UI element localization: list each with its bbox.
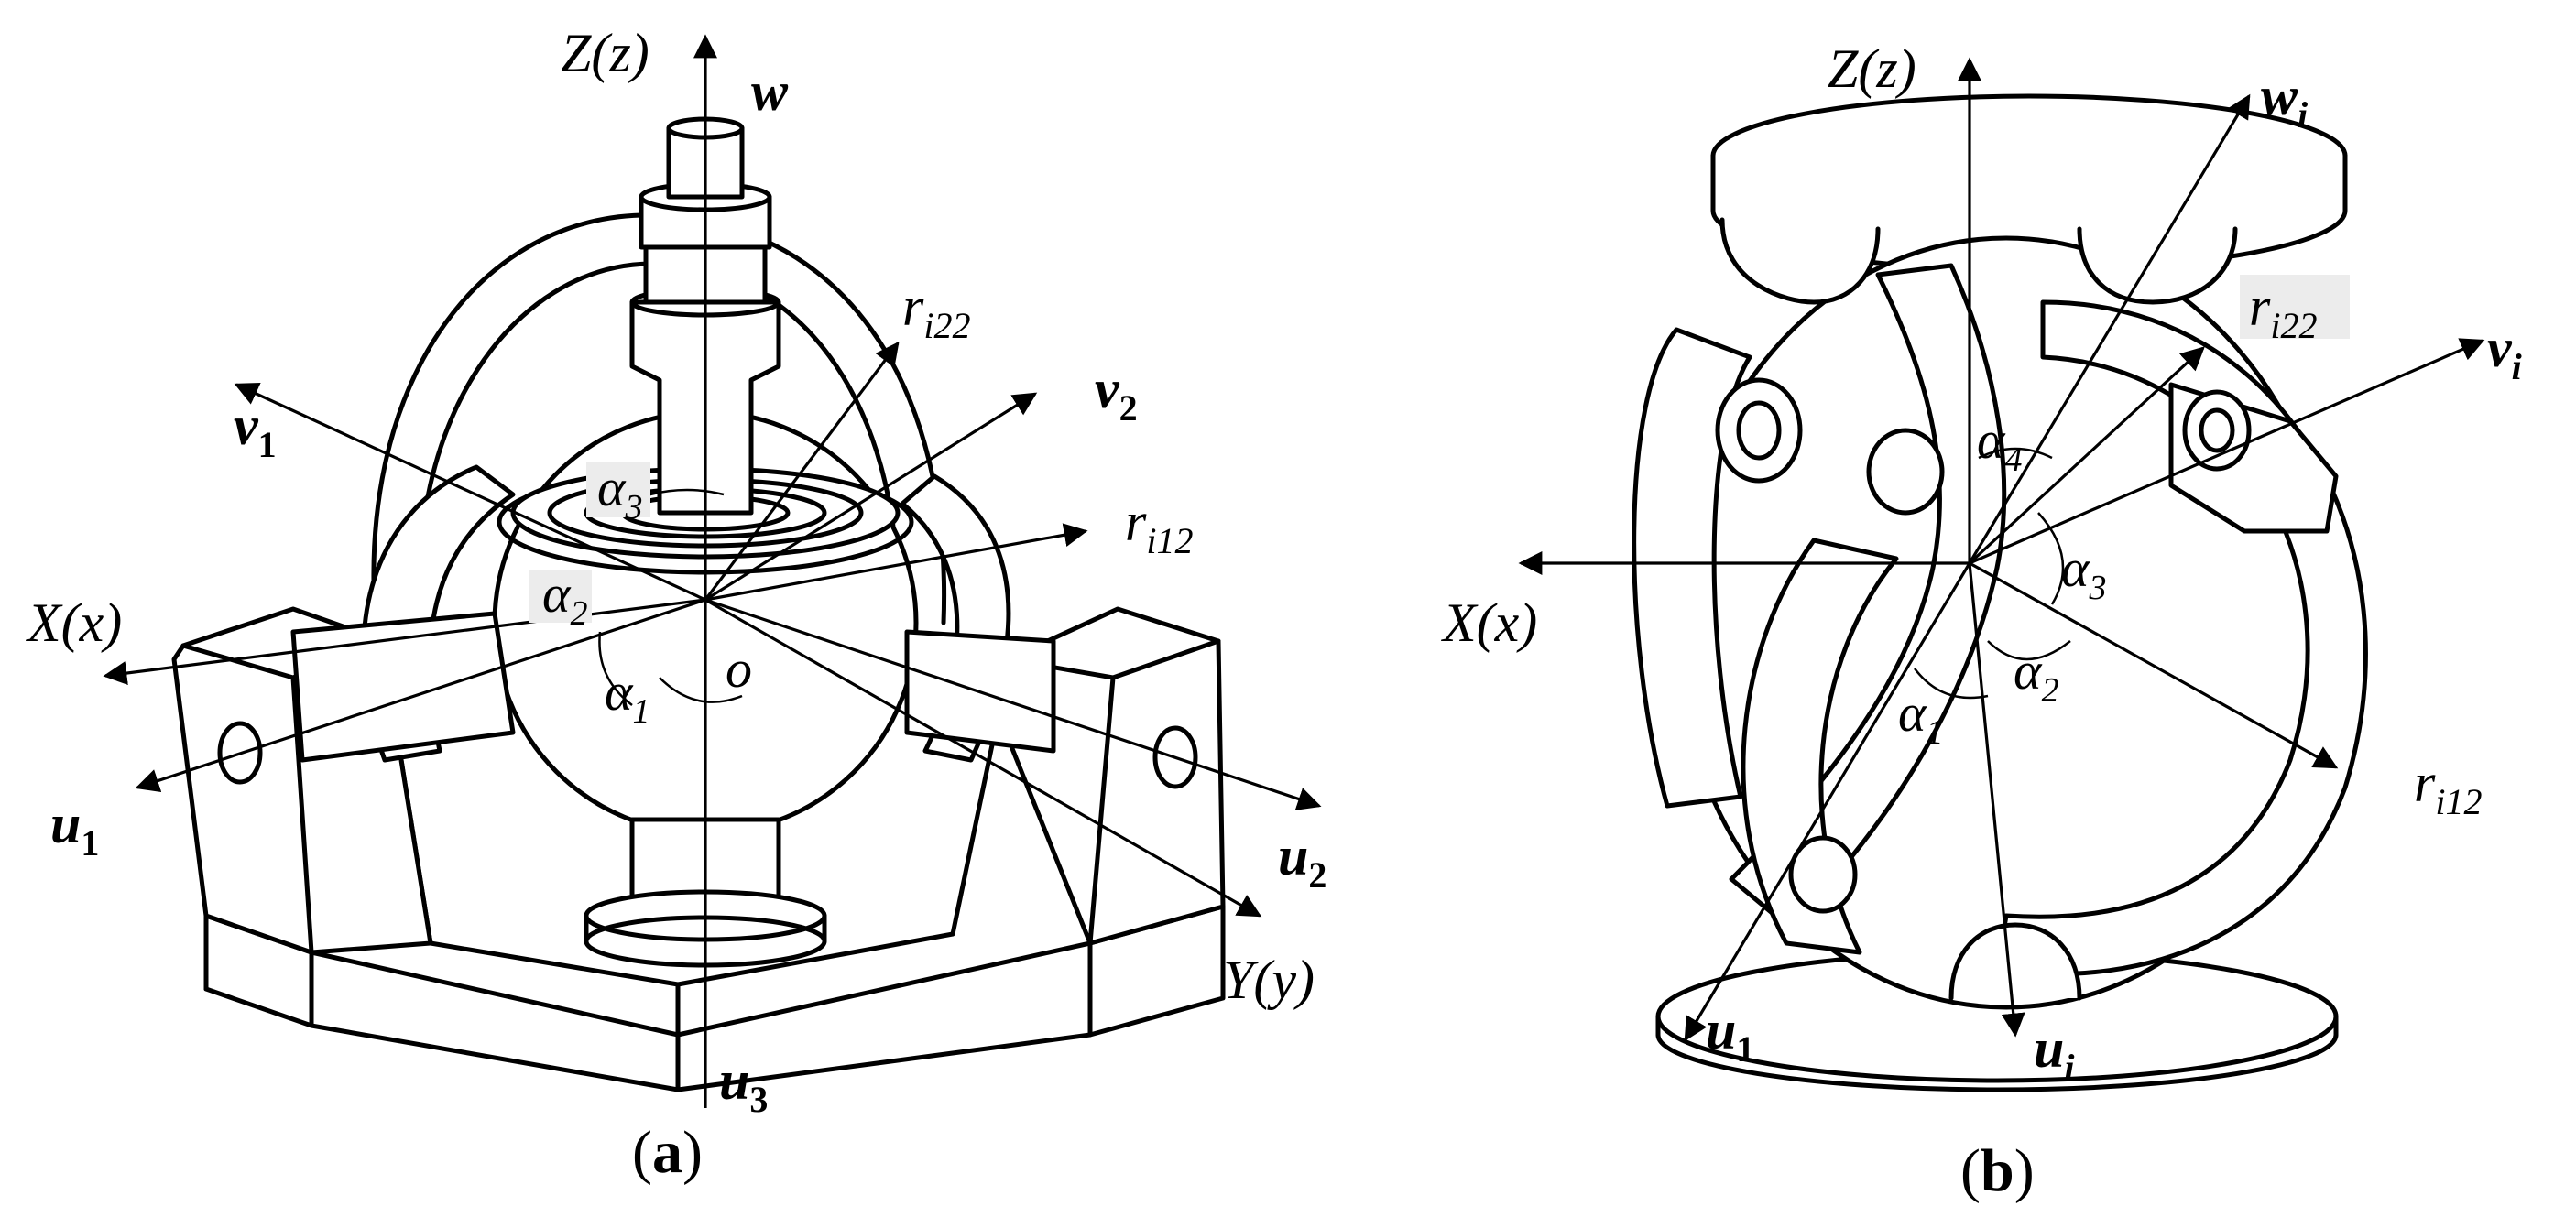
label-x-a: X(x)	[26, 592, 122, 653]
label-y-a: Y(y)	[1223, 950, 1315, 1010]
vector-u1-b	[1684, 562, 1971, 1042]
vector-wi	[1968, 93, 2251, 564]
left-axle	[290, 611, 516, 763]
label-alpha2-b: α2	[2014, 641, 2058, 710]
label-u2: u2	[1278, 826, 1326, 896]
label-u1-a: u1	[50, 794, 99, 864]
label-alpha2-a: α2	[542, 564, 587, 633]
label-v1: v1	[234, 396, 277, 465]
label-ri22-a: ri22	[902, 277, 970, 346]
left-swing-arm	[1741, 538, 1899, 955]
axes-a	[103, 34, 1322, 1108]
base-frame-a	[203, 904, 1226, 1092]
mechanism-a-drawing	[171, 116, 1226, 1092]
label-alpha3-b: α3	[2061, 538, 2106, 607]
label-ri12-b: ri12	[2414, 753, 2482, 822]
vector-ri12-b	[1969, 561, 2339, 769]
caption-a: (a)	[632, 1119, 703, 1186]
vector-v2	[704, 392, 1038, 602]
label-alpha1-a: α1	[605, 662, 649, 731]
label-alpha3-a: α3	[597, 458, 642, 527]
label-u1-b: u1	[1706, 1000, 1754, 1070]
mechanism-b-drawing	[1632, 93, 2368, 1092]
label-wi: wi	[2261, 66, 2308, 136]
label-v2: v2	[1095, 359, 1138, 429]
vector-ui	[1968, 562, 2025, 1038]
vector-u1	[135, 598, 706, 792]
label-origin: o	[726, 639, 752, 699]
ri22-b-highlight	[2240, 275, 2350, 339]
label-z-b: Z(z)	[1828, 38, 1916, 99]
vector-v1	[234, 382, 706, 602]
label-ri12-a: ri12	[1125, 492, 1193, 561]
panel-a: Z(z) w v1 v2 ri22 ri12 α3 α2 α1 o X(x) u…	[26, 23, 1326, 1186]
vector-vi	[1969, 338, 2485, 565]
label-x-b: X(x)	[1441, 592, 1537, 653]
label-z-a: Z(z)	[561, 23, 649, 83]
label-alpha1-b: α1	[1898, 683, 1943, 752]
label-vi: vi	[2487, 318, 2522, 387]
label-alpha4-b: α4	[1977, 410, 2022, 479]
labels-a: Z(z) w v1 v2 ri22 ri12 α3 α2 α1 o X(x) u…	[26, 23, 1326, 1186]
panel-b: Z(z) wi ri22 vi α4 α3 α2 α1 X(x) ri12 u1…	[1441, 38, 2522, 1204]
labels-b: Z(z) wi ri22 vi α4 α3 α2 α1 X(x) ri12 u1…	[1441, 38, 2522, 1204]
vector-ri22-a	[704, 341, 900, 601]
label-ui: ui	[2034, 1018, 2075, 1088]
caption-b: (b)	[1960, 1137, 2035, 1204]
axis-x-a	[103, 598, 706, 685]
vector-ri12-a	[704, 523, 1088, 602]
vector-u2	[704, 598, 1322, 810]
axes-b	[1518, 57, 2485, 1042]
alpha3-a-highlight	[586, 462, 650, 517]
axis-y-a	[704, 598, 1262, 918]
vector-ri22-b	[1968, 346, 2205, 565]
label-ri22-b: ri22	[2249, 277, 2317, 346]
label-w: w	[751, 61, 789, 122]
label-u3: u3	[719, 1050, 768, 1120]
alpha2-a-highlight	[529, 570, 592, 623]
